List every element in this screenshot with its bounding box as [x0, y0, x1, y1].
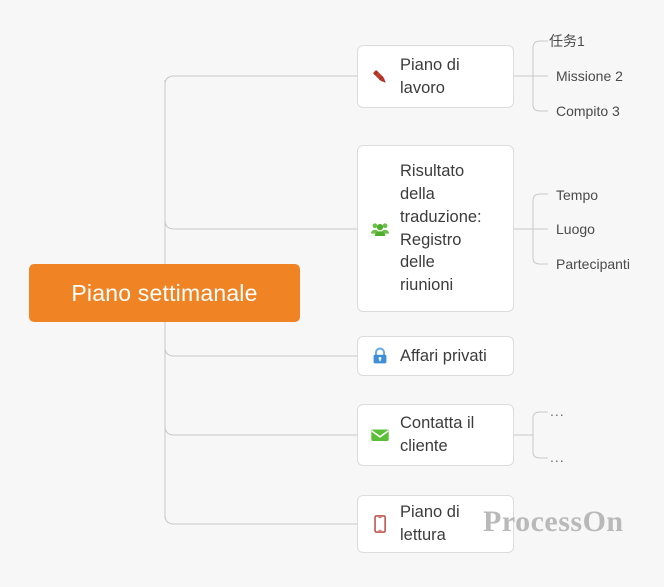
group-icon	[368, 217, 392, 241]
branch-node-piano-di-lettura[interactable]: Piano di lettura	[357, 495, 514, 553]
branch-node-affari-privati[interactable]: Affari privati	[357, 336, 514, 376]
branch-node-piano-di-lavoro[interactable]: Piano di lavoro	[357, 45, 514, 108]
branch-label-piano-di-lettura: Piano di lettura	[400, 503, 460, 544]
branch-label-risultato-della-traduzione: Risultato della traduzione: Registro del…	[400, 162, 482, 295]
leaf-item-task-1[interactable]: 任务1	[549, 33, 585, 49]
branch-label-affari-privati: Affari privati	[400, 346, 487, 365]
leaf-item-compito-3[interactable]: Compito 3	[556, 103, 620, 119]
lock-icon	[368, 344, 392, 368]
book-icon	[368, 512, 392, 536]
leaf-item-contact-2[interactable]: ...	[550, 449, 565, 465]
root-node-label: Piano settimanale	[71, 279, 258, 306]
leaf-item-partecipanti[interactable]: Partecipanti	[556, 256, 630, 272]
leaf-item-tempo[interactable]: Tempo	[556, 187, 599, 203]
branch-node-risultato-della-traduzione[interactable]: Risultato della traduzione: Registro del…	[357, 145, 514, 312]
processon-watermark: ProcessOn	[483, 505, 624, 538]
envelope-icon	[368, 423, 392, 447]
branch-label-piano-di-lavoro: Piano di lavoro	[400, 55, 460, 97]
branch-label-contatta-il-cliente: Contatta il cliente	[400, 414, 475, 455]
leaf-item-luogo[interactable]: Luogo	[556, 221, 595, 237]
pencil-icon	[368, 65, 392, 89]
branch-node-contatta-il-cliente[interactable]: Contatta il cliente	[357, 404, 514, 466]
root-node[interactable]: Piano settimanale	[29, 264, 300, 322]
leaf-item-contact-1[interactable]: ...	[550, 403, 565, 419]
leaf-item-missione-2[interactable]: Missione 2	[556, 68, 623, 84]
